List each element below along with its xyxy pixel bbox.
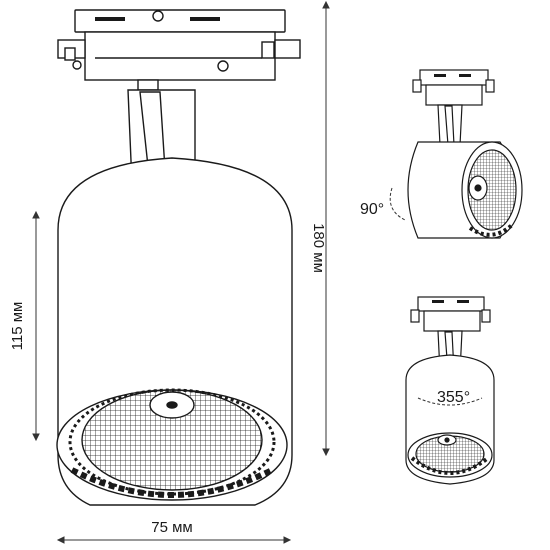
total-height-label: 180 мм (310, 223, 327, 273)
tilted-spotlight (407, 69, 523, 239)
body-height-label: 115 мм (9, 302, 26, 351)
main-spotlight (56, 9, 301, 506)
width-label: 75 мм (151, 519, 192, 536)
tilt-label: 90° (360, 201, 384, 218)
rotated-spotlight (405, 296, 495, 485)
track-adapter (57, 9, 301, 91)
dim-total-height (322, 0, 330, 457)
tilt-arc (389, 187, 406, 221)
pan-arc (417, 397, 483, 406)
dim-width (56, 536, 292, 544)
dim-body-height (32, 210, 40, 442)
pan-label: 355° (437, 389, 470, 406)
reflector (56, 388, 288, 501)
